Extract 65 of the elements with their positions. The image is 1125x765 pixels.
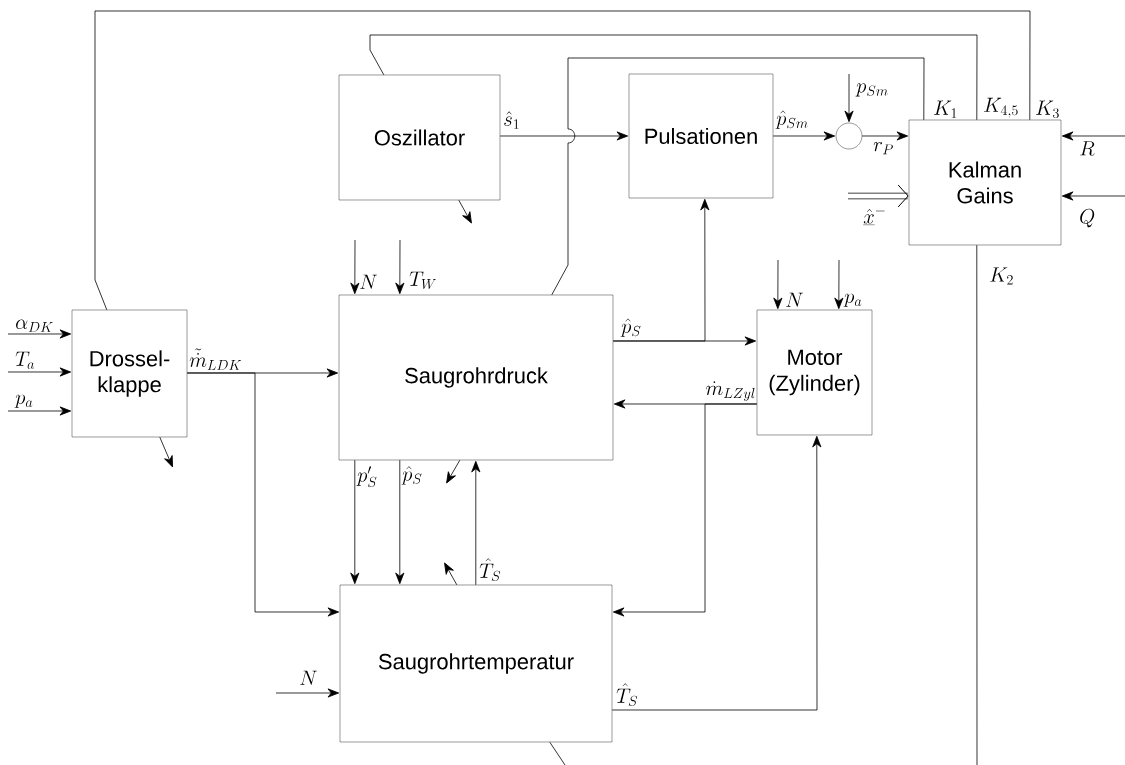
arrow	[446, 459, 461, 484]
signal-line	[549, 741, 566, 765]
signal-label: $\tilde{\dot{m}}_{LDK}$	[189, 348, 242, 370]
signal-label: $p'_{S}$	[356, 466, 377, 488]
signal-label: $p_{a}$	[843, 293, 862, 307]
signal-label: $R$	[1080, 141, 1095, 156]
arrow	[772, 131, 836, 141]
arrow	[7, 406, 72, 416]
signal-label: $K_{2}$	[990, 267, 1013, 285]
arrow	[186, 372, 340, 617]
signal-label: $\alpha_{DK}$	[16, 319, 53, 332]
signal-label: $T_{W}$	[409, 271, 436, 290]
arrow	[844, 73, 854, 123]
signal-label: $\hat{p}_{Sm}$	[775, 110, 808, 129]
signal-label: $K_{1}$	[934, 100, 957, 118]
signal-label: $Q$	[1080, 208, 1095, 228]
signal-label: $\underline{\hat{x}}^{-}$	[863, 209, 885, 225]
arrow	[773, 259, 783, 310]
arrow	[611, 435, 822, 711]
arrow	[7, 329, 72, 339]
signal-label: $K_{4,5}$	[984, 97, 1018, 118]
arrow	[275, 688, 340, 698]
signal-label: $\hat{p}_{S}$	[401, 466, 422, 485]
signal-label: $N$	[360, 274, 377, 289]
process-box: Saugrohrdruck	[338, 294, 614, 461]
signal-label: $N$	[786, 292, 803, 307]
process-box: Pulsationen	[628, 73, 774, 199]
arrow	[7, 367, 72, 377]
arrow	[834, 259, 844, 310]
arrow	[1061, 131, 1125, 141]
signal-label: $T_{a}$	[15, 351, 34, 369]
process-box: Drossel- klappe	[71, 309, 188, 438]
signal-label: $\hat{s}_{1}$	[504, 111, 519, 129]
signal-label: $\hat{p}_{S}$	[620, 318, 641, 337]
signal-line	[94, 10, 1031, 311]
signal-label: $p_{a}$	[14, 394, 33, 408]
arrow	[612, 198, 710, 342]
signal-label: $K_{3}$	[1036, 100, 1059, 119]
signal-label: $\hat{T}_{S}$	[616, 683, 638, 707]
signal-label: $p_{Sm}$	[855, 83, 888, 97]
arrow	[395, 239, 405, 295]
arrow	[471, 460, 481, 586]
signal-label: $r_{P}$	[873, 142, 893, 155]
summing-circle	[835, 122, 863, 150]
process-box: Kalman Gains	[908, 119, 1062, 246]
arrow	[458, 199, 472, 224]
process-box: Motor (Zylinder)	[756, 309, 873, 436]
arrow	[861, 131, 909, 141]
arrow	[612, 403, 758, 617]
process-box: Saugrohrtemperatur	[339, 584, 613, 743]
signal-line	[369, 34, 978, 121]
arrow	[395, 459, 405, 585]
arrow	[350, 459, 360, 585]
signal-label: $\hat{T}_{S}$	[479, 558, 501, 582]
arrow	[444, 562, 458, 586]
arrow	[848, 184, 909, 208]
arrow	[1061, 191, 1125, 201]
arrow	[159, 436, 173, 468]
signal-label: $\dot{m}_{LZyl}$	[706, 381, 755, 401]
arrow	[350, 239, 360, 295]
process-box: Oszillator	[338, 74, 501, 201]
signal-line	[976, 244, 978, 765]
signal-label: $N$	[300, 670, 317, 685]
arrow	[499, 131, 629, 141]
signal-line	[551, 57, 925, 296]
